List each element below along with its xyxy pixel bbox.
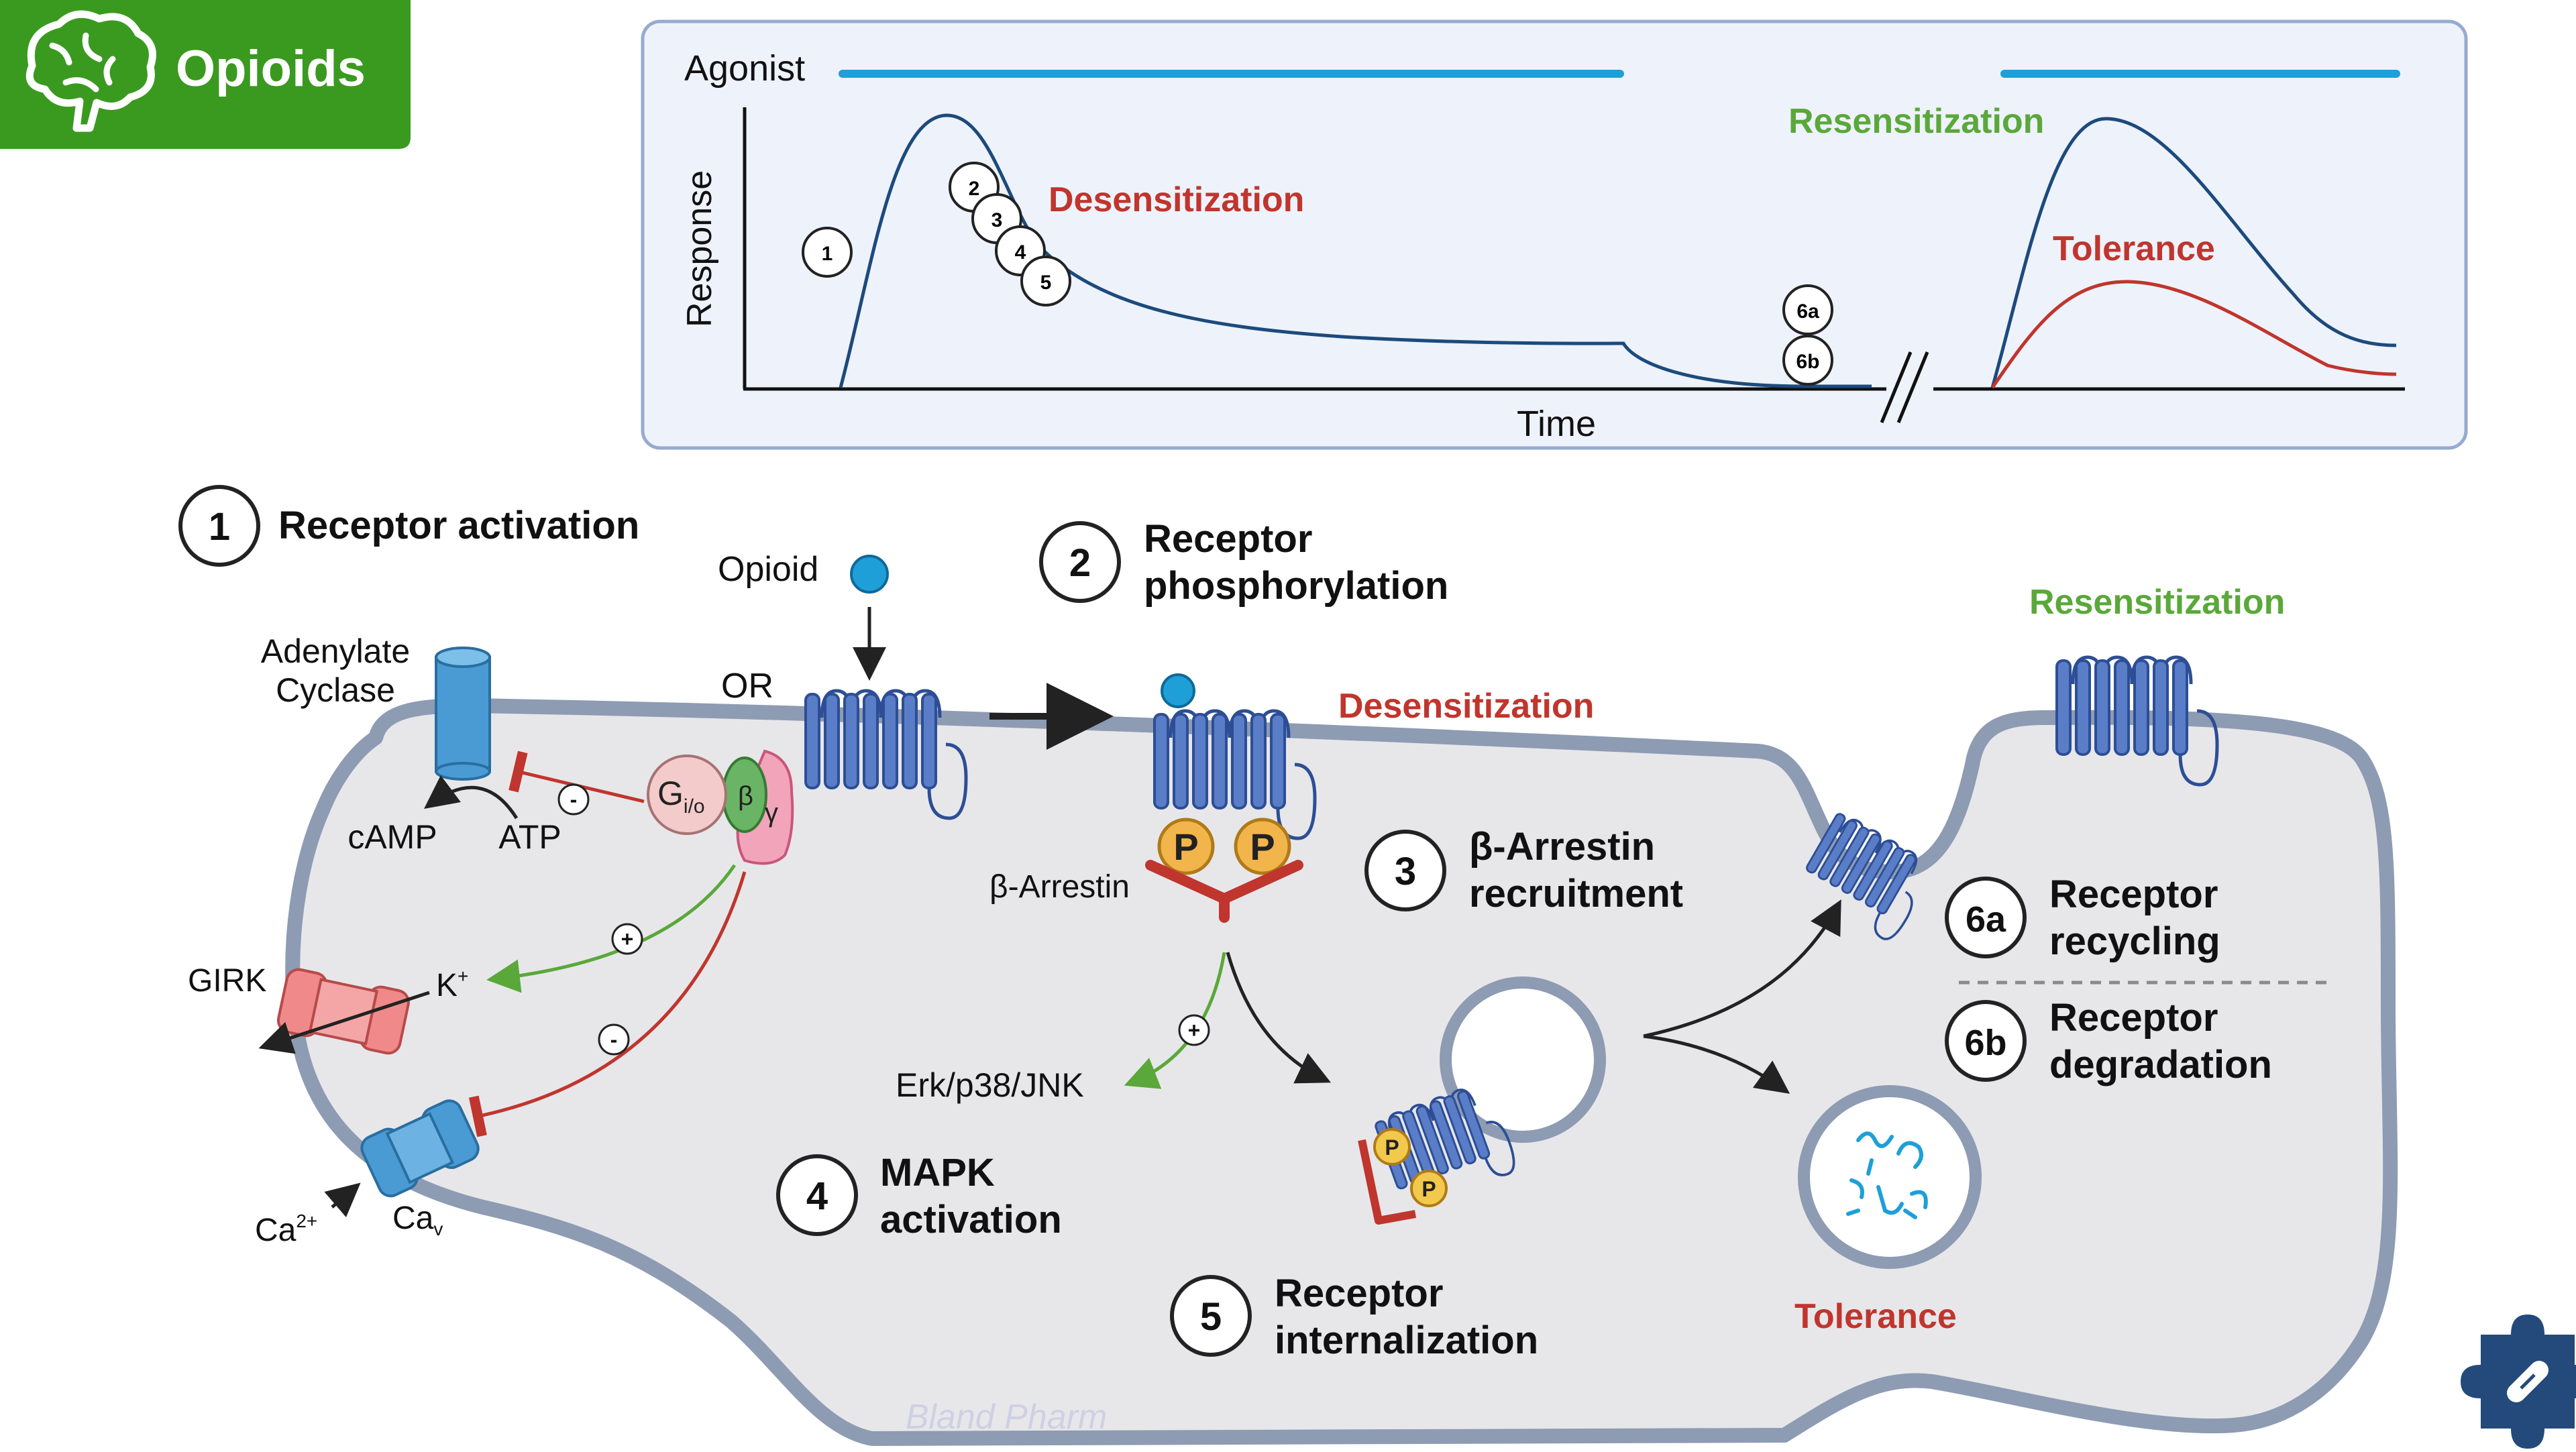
beta-arrestin-label: β-Arrestin <box>989 869 1130 905</box>
graph-marker-5: 5 <box>1040 272 1052 294</box>
brain-icon <box>25 10 156 132</box>
badge-title: Opioids <box>176 40 366 97</box>
step-2-line2: phosphorylation <box>1144 564 1448 608</box>
gi-label: Gi/o <box>657 775 705 818</box>
or-label: OR <box>721 667 773 706</box>
adenylate-cyclase <box>435 647 491 781</box>
x-axis-label: Time <box>1517 404 1596 444</box>
graph-markers: 1 2 3 4 5 6a 6b <box>802 162 1833 386</box>
step-1-number: 1 <box>209 505 230 549</box>
degraded-receptor-fragments <box>1846 1131 1928 1219</box>
axis-break-2 <box>1896 351 1929 423</box>
step-4-number: 4 <box>806 1174 828 1218</box>
step-2-receptor-phosphorylation: 2 Receptor phosphorylation <box>1039 517 1448 608</box>
plus-sign-1: + <box>621 927 634 951</box>
beta-arrestin <box>1145 860 1303 923</box>
step-3-arrestin-recruitment: 3 β-Arrestin recruitment <box>1364 825 1683 915</box>
internalized-phosphates: P P <box>1373 1128 1448 1207</box>
step-2-number: 2 <box>1069 541 1091 585</box>
camp-label: cAMP <box>347 818 437 856</box>
girk-label: GIRK <box>188 963 266 999</box>
graph-marker-1: 1 <box>822 243 833 265</box>
step-6b-line1: Receptor <box>2049 996 2218 1040</box>
step-3-number: 3 <box>1395 850 1416 893</box>
desensitization-label: Desensitization <box>1338 687 1594 726</box>
graph-resensitization-label: Resensitization <box>1788 102 2044 141</box>
graph-desensitization-label: Desensitization <box>1049 180 1304 219</box>
step-6a-line1: Receptor <box>2049 873 2218 916</box>
resensitization-curve <box>1990 117 2397 388</box>
step-5-number: 5 <box>1200 1295 1222 1339</box>
step-1-title: Receptor activation <box>278 504 639 547</box>
opioids-badge: Opioids <box>0 0 411 149</box>
step-5-receptor-internalization: 5 Receptor internalization <box>1170 1272 1538 1362</box>
response-time-graph: Agonist Response Time Desensitization Re… <box>641 19 2468 450</box>
minus-sign-2: - <box>610 1027 618 1052</box>
ca-label: Ca2+ <box>255 1211 317 1248</box>
degradation-arrow <box>1643 1034 1790 1094</box>
step-6b-line2: degradation <box>2049 1043 2272 1086</box>
agonist-label: Agonist <box>684 48 805 89</box>
resensitization-label: Resensitization <box>2029 583 2285 622</box>
opioid-ligand <box>850 555 889 594</box>
step-4-mapk-activation: 4 MAPK activation <box>776 1151 1062 1241</box>
cav-label: Cav <box>392 1200 443 1239</box>
step-6b-number: 6b <box>1964 1023 2006 1063</box>
plus-sign-2: + <box>1188 1018 1201 1042</box>
atp-to-camp-arrow <box>423 775 519 820</box>
step-5-line2: internalization <box>1275 1319 1538 1362</box>
phosphate-groups: P P <box>1157 818 1291 875</box>
step-3-line2: recruitment <box>1469 872 1683 915</box>
step-3-line1: β-Arrestin <box>1469 825 1655 869</box>
tolerance-label: Tolerance <box>1794 1297 1957 1336</box>
erk-label: Erk/p38/JNK <box>896 1066 1084 1104</box>
phosphate-label-1: P <box>1173 826 1198 868</box>
opioid-label: Opioid <box>718 550 818 589</box>
graph-tolerance-label: Tolerance <box>2053 229 2215 268</box>
internalized-arrestin <box>1358 1139 1417 1225</box>
graph-marker-6b: 6b <box>1796 351 1819 373</box>
g-protein: Gi/o β γ <box>647 749 794 865</box>
bound-opioid-ligand <box>1161 673 1195 708</box>
step-4-line2: activation <box>880 1198 1062 1241</box>
watermark: Bland Pharm <box>906 1398 1108 1437</box>
recycling-arrow <box>1643 899 1841 1038</box>
axis-break-1 <box>1880 351 1913 423</box>
lysosome <box>1798 1085 1982 1269</box>
minus-sign-1: - <box>570 787 578 812</box>
endosome-vesicle <box>1440 976 1606 1143</box>
beta-label: β <box>738 781 753 811</box>
graph-marker-3: 3 <box>991 209 1003 231</box>
phosphate-label-2: P <box>1250 826 1275 868</box>
puzzle-pill-logo-icon <box>2461 1315 2576 1449</box>
gamma-label: γ <box>765 798 778 828</box>
cav-channel <box>360 1099 480 1198</box>
step-6b-receptor-degradation: 6b Receptor degradation <box>1945 996 2272 1086</box>
graph-marker-4: 4 <box>1015 241 1026 264</box>
gbg-inhibits-cav <box>468 871 747 1137</box>
graph-marker-2: 2 <box>969 178 980 200</box>
atp-label: ATP <box>498 818 561 856</box>
k-efflux-arrow <box>258 991 430 1054</box>
adenylate-label-1: Adenylate <box>261 632 410 670</box>
phosphate-label-4: P <box>1421 1177 1436 1201</box>
adenylate-label-2: Cyclase <box>276 671 395 709</box>
step-6a-receptor-recycling: 6a Receptor recycling <box>1945 873 2220 963</box>
step-6a-number: 6a <box>1966 899 2006 940</box>
step-2-line1: Receptor <box>1144 517 1312 561</box>
phosphate-label-3: P <box>1385 1135 1399 1160</box>
step-5-line1: Receptor <box>1275 1272 1443 1315</box>
tolerance-curve <box>1990 280 2397 389</box>
response-curve <box>839 113 1872 388</box>
internalization-arrow <box>1226 952 1332 1084</box>
y-axis-label: Response <box>680 170 719 327</box>
k-label: K+ <box>436 966 468 1003</box>
graph-marker-6a: 6a <box>1796 300 1819 323</box>
step-6a-line2: recycling <box>2049 919 2220 963</box>
step-1-receptor-activation: 1 Receptor activation <box>178 485 639 567</box>
step-4-line1: MAPK <box>880 1151 995 1194</box>
ca-influx-arrow <box>324 1182 361 1218</box>
